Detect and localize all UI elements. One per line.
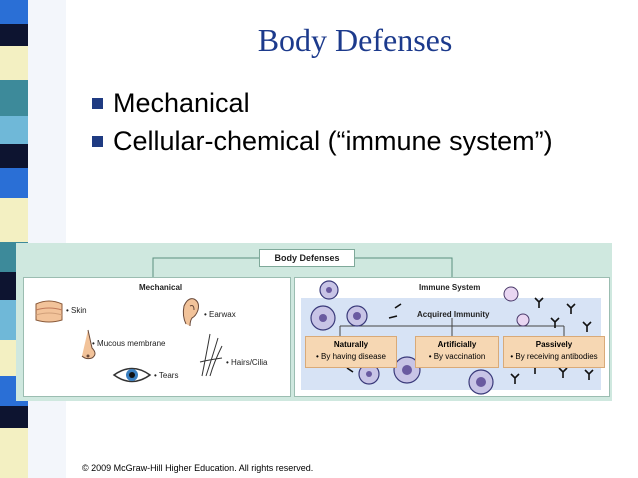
box-naturally: Naturally • By having disease (305, 336, 397, 368)
body-defenses-figure: Body Defenses Mechanical • Skin • Earwax… (16, 243, 612, 401)
label-mucous-membrane: • Mucous membrane (92, 339, 166, 348)
connector-lines (152, 257, 453, 277)
box-artificially-title: Artificially (437, 340, 477, 349)
decorative-stripe (0, 0, 66, 478)
bullet-item: Cellular-chemical (“immune system”) (92, 122, 553, 160)
bullet-item: Mechanical (92, 84, 553, 122)
hair-icon (199, 333, 223, 377)
box-passively-title: Passively (535, 340, 573, 349)
figure-title: Body Defenses (259, 249, 355, 267)
box-passively-sub: • By receiving antibodies (510, 352, 598, 361)
immune-system-panel: Immune System (294, 277, 610, 397)
copyright-footer: © 2009 McGraw-Hill Higher Education. All… (82, 463, 314, 473)
label-earwax: • Earwax (204, 310, 236, 319)
label-hairs-cilia: • Hairs/Cilia (226, 358, 268, 367)
immune-cells-graphic (310, 280, 594, 395)
box-naturally-title: Naturally (333, 340, 369, 349)
ear-icon (182, 298, 199, 327)
eye-icon (112, 367, 152, 383)
box-passively: Passively • By receiving antibodies (503, 336, 605, 368)
bullet-text: Cellular-chemical (“immune system”) (113, 125, 553, 156)
slide-title: Body Defenses (257, 22, 453, 58)
bullet-square-icon (92, 97, 103, 109)
immune-heading: Immune System (419, 283, 481, 292)
box-artificially: Artificially • By vaccination (415, 336, 499, 368)
bullet-list: Mechanical Cellular-chemical (“immune sy… (92, 84, 553, 160)
mechanical-heading: Mechanical (139, 283, 183, 292)
box-artificially-sub: • By vaccination (428, 352, 486, 361)
skin-icon (35, 300, 63, 323)
acquired-immunity-label: Acquired Immunity (417, 310, 490, 319)
label-skin: • Skin (66, 306, 87, 315)
nose-icon (81, 329, 96, 360)
bullet-square-icon (92, 135, 103, 147)
mechanical-panel: Mechanical • Skin • Earwax • Mucous memb… (23, 277, 291, 397)
label-tears: • Tears (154, 371, 179, 380)
bullet-text: Mechanical (113, 87, 250, 118)
box-naturally-sub: • By having disease (316, 352, 386, 361)
